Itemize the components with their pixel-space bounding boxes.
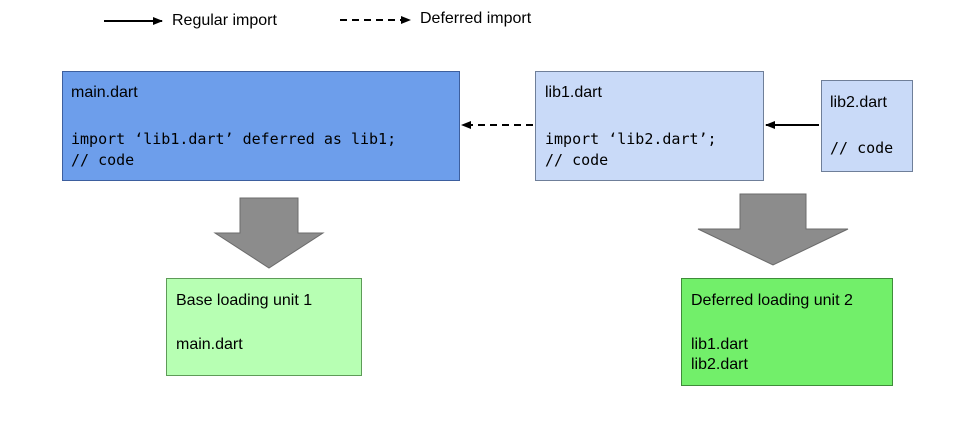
main-dart-code-line: // code <box>71 151 135 169</box>
deferred-loading-unit-title: Deferred loading unit 2 <box>691 292 853 309</box>
main-dart-title: main.dart <box>71 84 138 101</box>
lib1-dart-import-line: import ‘lib2.dart’; <box>545 130 717 148</box>
lib1-dart-node: lib1.dart import ‘lib2.dart’; // code <box>535 71 764 181</box>
lib2-dart-title: lib2.dart <box>830 94 887 111</box>
base-loading-unit-node: Base loading unit 1 main.dart <box>166 278 362 376</box>
deferred-loading-unit-file: lib1.dart <box>691 336 748 353</box>
lib2-dart-node: lib2.dart // code <box>821 80 913 172</box>
base-loading-unit-title: Base loading unit 1 <box>176 292 313 309</box>
legend-deferred-label: Deferred import <box>420 10 532 27</box>
main-to-unit1-block-arrow <box>213 197 325 269</box>
main-dart-node: main.dart import ‘lib1.dart’ deferred as… <box>62 71 460 181</box>
lib-to-unit2-block-arrow <box>697 193 849 266</box>
deferred-loading-unit-file: lib2.dart <box>691 356 748 373</box>
main-dart-import-line: import ‘lib1.dart’ deferred as lib1; <box>71 130 397 148</box>
lib1-dart-code-line: // code <box>545 151 609 169</box>
deferred-loading-unit-node: Deferred loading unit 2 lib1.dart lib2.d… <box>681 278 893 386</box>
legend-regular-label: Regular import <box>172 12 277 29</box>
base-loading-unit-file: main.dart <box>176 336 243 353</box>
lib2-dart-code-line: // code <box>830 139 894 157</box>
lib1-dart-title: lib1.dart <box>545 84 602 101</box>
